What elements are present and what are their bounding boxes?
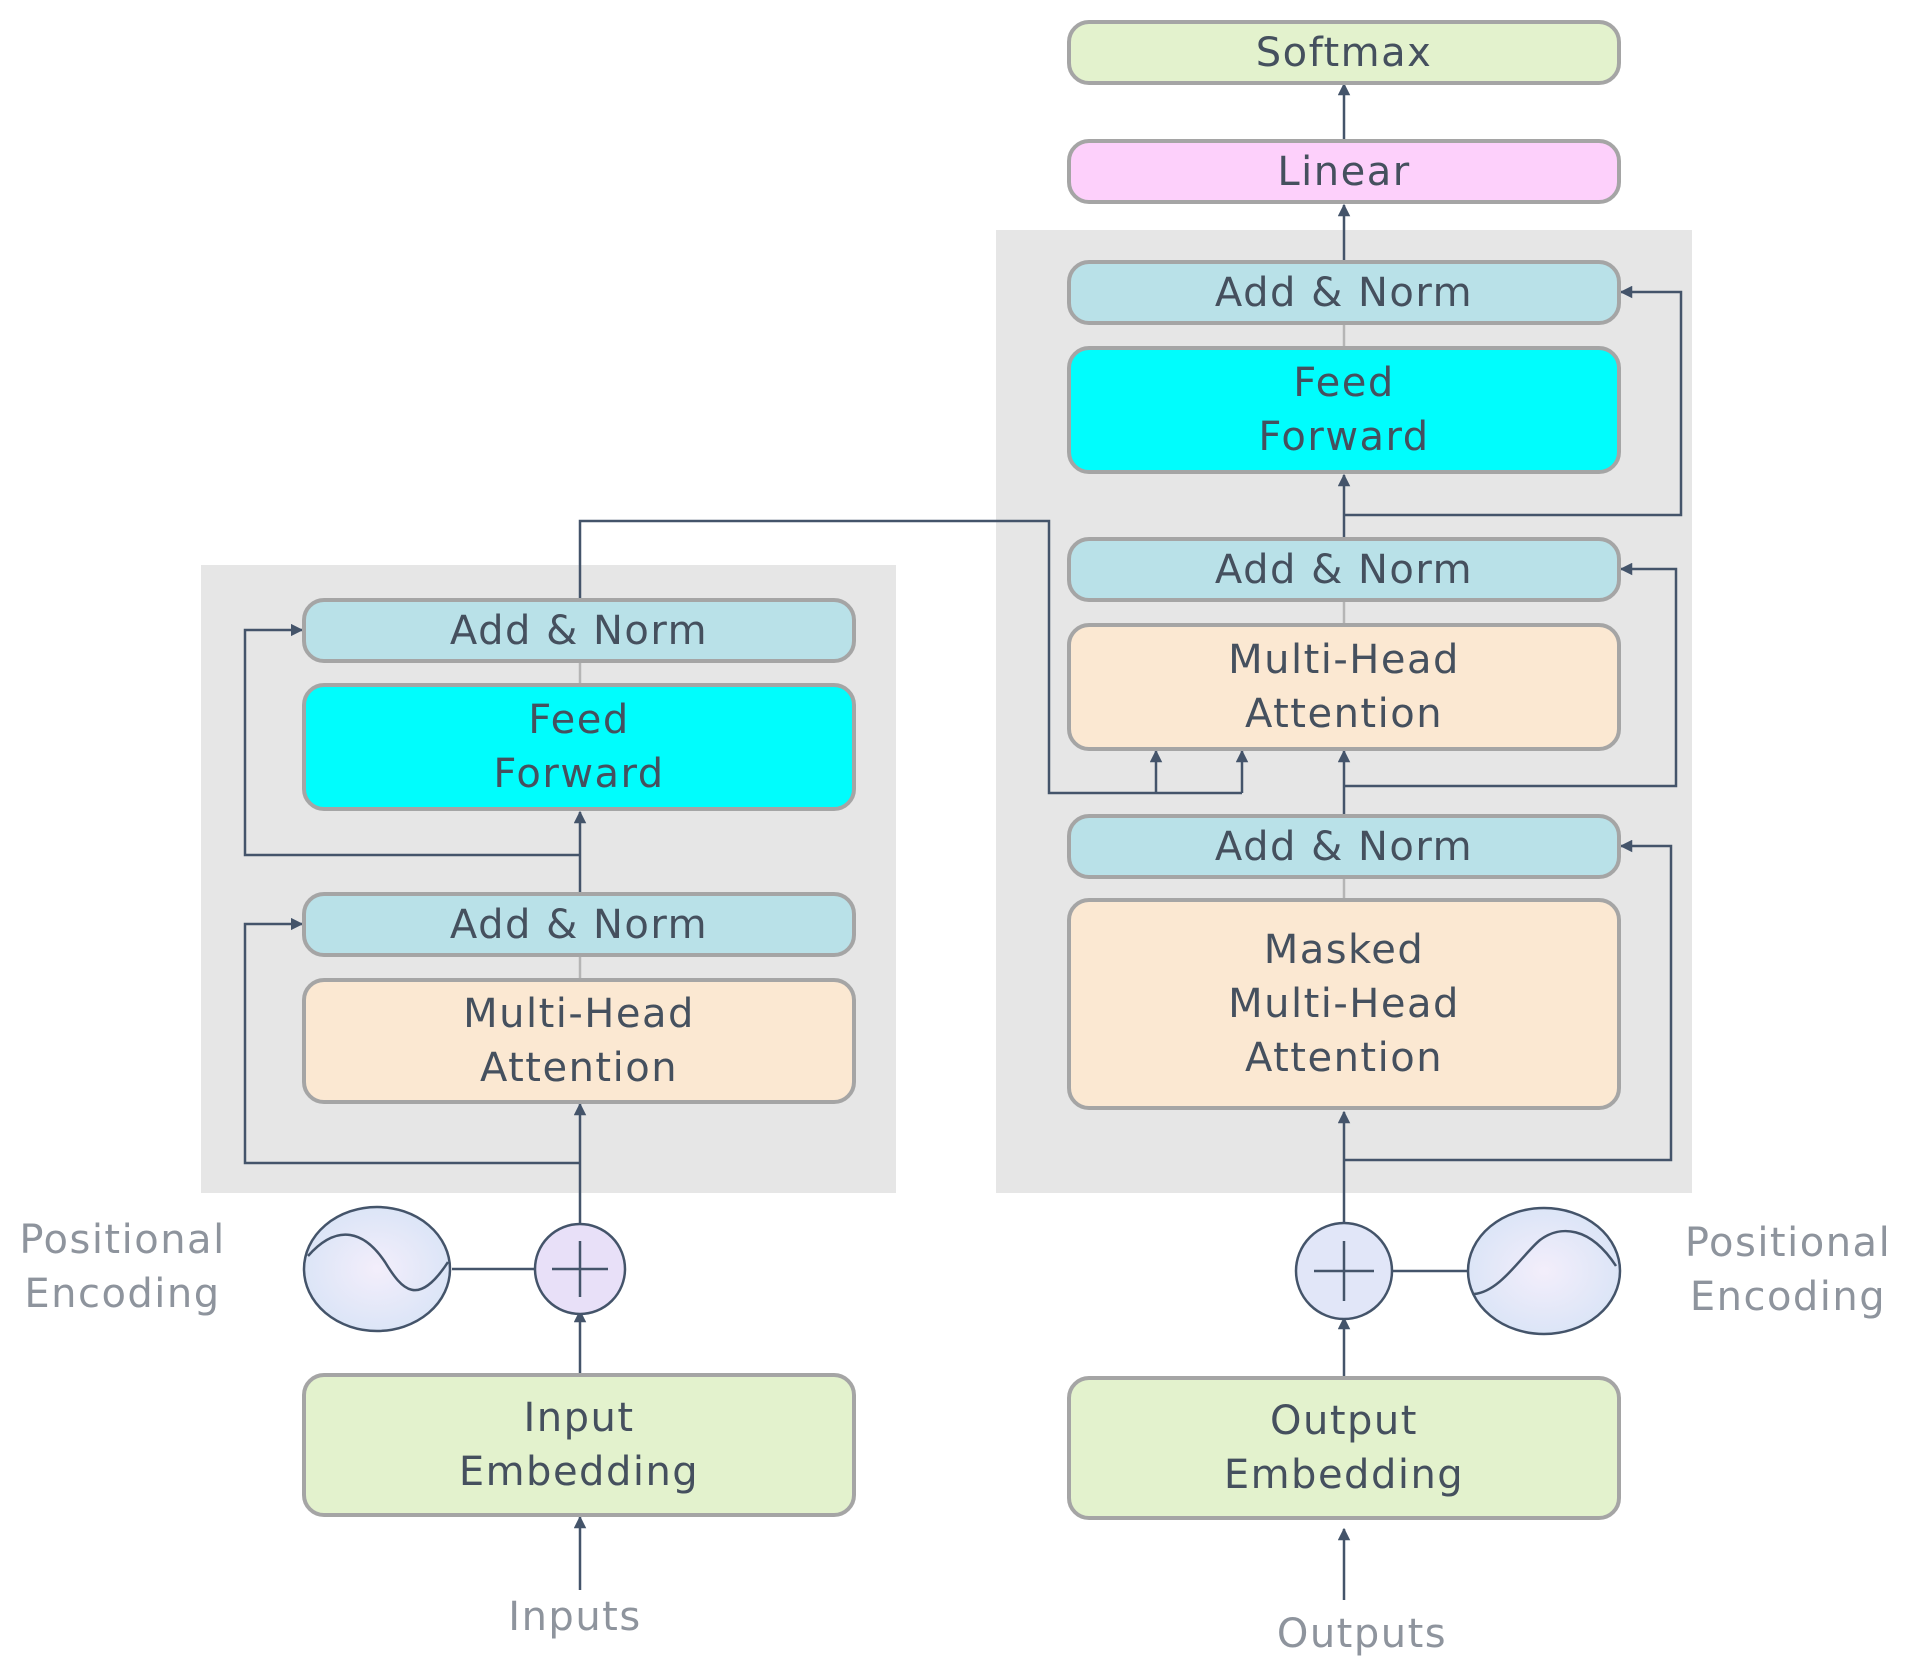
linear-box: Linear [1067, 139, 1621, 204]
softmax-label: Softmax [1255, 29, 1433, 76]
encoder-pe-line-2: Encoding [24, 1271, 221, 1317]
softmax-box: Softmax [1067, 20, 1621, 85]
wire-encoder-to-decoder [578, 519, 1242, 795]
encoder-attention-line-1: Multi-Head [463, 991, 695, 1037]
decoder-attention-line-1: Multi-Head [1228, 637, 1460, 683]
encoder-add-norm-bottom: Add & Norm [302, 892, 856, 957]
encoder-add-norm-top: Add & Norm [302, 598, 856, 663]
decoder-feed-forward: Feed Forward [1067, 346, 1621, 474]
decoder-feed-forward-line-1: Feed [1293, 360, 1395, 406]
decoder-pe-line-1: Positional [1684, 1220, 1892, 1266]
encoder-pe-line-1: Positional [19, 1217, 226, 1263]
wire-decoder-residual-2 [1344, 562, 1678, 788]
encoder-positional-icon [302, 1205, 452, 1333]
input-embedding-line-1: Input [523, 1395, 635, 1441]
decoder-feed-forward-line-2: Forward [1258, 414, 1430, 460]
inputs-label: Inputs [508, 1594, 642, 1640]
wire-decoder-residual-1 [1344, 839, 1673, 1162]
encoder-feed-forward: Feed Forward [302, 683, 856, 811]
outputs-label: Outputs [1276, 1611, 1448, 1657]
output-embedding-line-1: Output [1270, 1398, 1418, 1444]
encoder-feed-forward-line-1: Feed [528, 697, 630, 743]
decoder-multi-head-attention: Multi-Head Attention [1067, 623, 1621, 751]
decoder-add-norm-bottom: Add & Norm [1067, 814, 1621, 879]
sine-wave-icon [302, 1205, 452, 1333]
output-embedding-line-2: Embedding [1223, 1452, 1465, 1498]
encoder-add-norm-top-label: Add & Norm [449, 607, 709, 654]
decoder-adder-icon [1294, 1221, 1394, 1321]
decoder-positional-encoding-label: Positional Encoding [1673, 1216, 1903, 1324]
masked-attention-line-2: Multi-Head [1228, 981, 1460, 1027]
decoder-add-norm-bottom-label: Add & Norm [1214, 823, 1474, 870]
encoder-adder-icon [533, 1222, 627, 1316]
input-embedding-line-2: Embedding [458, 1449, 700, 1495]
decoder-add-norm-middle: Add & Norm [1067, 537, 1621, 602]
decoder-pe-line-2: Encoding [1689, 1274, 1887, 1320]
wire-encoder-residual-2 [243, 623, 580, 857]
decoder-masked-multi-head-attention: Masked Multi-Head Attention [1067, 898, 1621, 1110]
decoder-attention-line-2: Attention [1244, 691, 1444, 737]
wire-decoder-residual-3 [1344, 285, 1683, 517]
decoder-add-norm-top: Add & Norm [1067, 260, 1621, 325]
encoder-attention-line-2: Attention [479, 1045, 679, 1091]
wire-encoder-residual-1 [243, 917, 580, 1165]
sine-wave-icon [1466, 1206, 1622, 1336]
output-embedding: Output Embedding [1067, 1376, 1621, 1520]
encoder-multi-head-attention: Multi-Head Attention [302, 978, 856, 1104]
masked-attention-line-1: Masked [1263, 927, 1425, 973]
masked-attention-line-3: Attention [1244, 1035, 1444, 1081]
encoder-add-norm-bottom-label: Add & Norm [449, 901, 709, 948]
input-embedding: Input Embedding [302, 1373, 856, 1517]
linear-label: Linear [1277, 148, 1411, 195]
decoder-positional-icon [1466, 1206, 1622, 1336]
encoder-feed-forward-line-2: Forward [493, 751, 665, 797]
decoder-add-norm-top-label: Add & Norm [1214, 269, 1474, 316]
encoder-positional-encoding-label: Positional Encoding [10, 1213, 235, 1321]
decoder-add-norm-middle-label: Add & Norm [1214, 546, 1474, 593]
